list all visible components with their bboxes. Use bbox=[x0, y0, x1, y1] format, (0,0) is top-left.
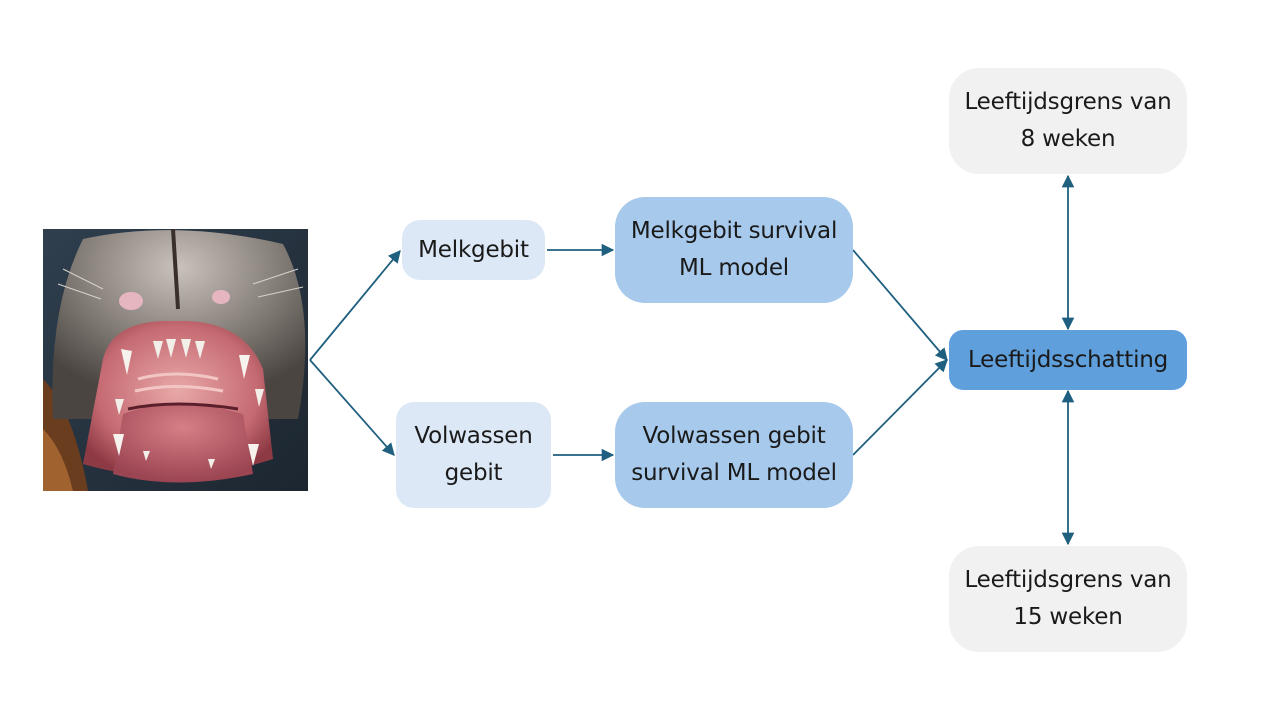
puppy-teeth-illustration bbox=[43, 229, 308, 491]
node-volwassen-model-label: Volwassen gebit survival ML model bbox=[631, 423, 837, 486]
node-leeftijdsschatting: Leeftijdsschatting bbox=[949, 330, 1187, 390]
node-volwassen-gebit-label: Volwassen gebit bbox=[414, 423, 533, 486]
arrow-photo-to-melkgebit bbox=[309, 250, 401, 361]
arrow-volwmodel-to-schatting bbox=[852, 359, 948, 456]
arrow-photo-to-volwassen bbox=[309, 359, 395, 456]
node-volwassen-model: Volwassen gebit survival ML model bbox=[615, 402, 853, 508]
node-leeftijdsgrens-8-label: Leeftijdsgrens van 8 weken bbox=[964, 89, 1172, 152]
puppy-teeth-photo bbox=[43, 229, 308, 491]
node-melkgebit-model-label: Melkgebit survival ML model bbox=[630, 218, 838, 281]
node-melkgebit-label: Melkgebit bbox=[418, 236, 529, 263]
node-leeftijdsgrens-15: Leeftijdsgrens van 15 weken bbox=[949, 546, 1187, 652]
node-melkgebit: Melkgebit bbox=[402, 220, 545, 280]
node-leeftijdsschatting-label: Leeftijdsschatting bbox=[967, 346, 1169, 373]
node-volwassen-gebit: Volwassen gebit bbox=[396, 402, 551, 508]
node-melkgebit-model: Melkgebit survival ML model bbox=[615, 197, 853, 303]
arrow-melkmodel-to-schatting bbox=[852, 249, 948, 361]
node-leeftijdsgrens-8: Leeftijdsgrens van 8 weken bbox=[949, 68, 1187, 174]
node-leeftijdsgrens-15-label: Leeftijdsgrens van 15 weken bbox=[964, 567, 1172, 630]
